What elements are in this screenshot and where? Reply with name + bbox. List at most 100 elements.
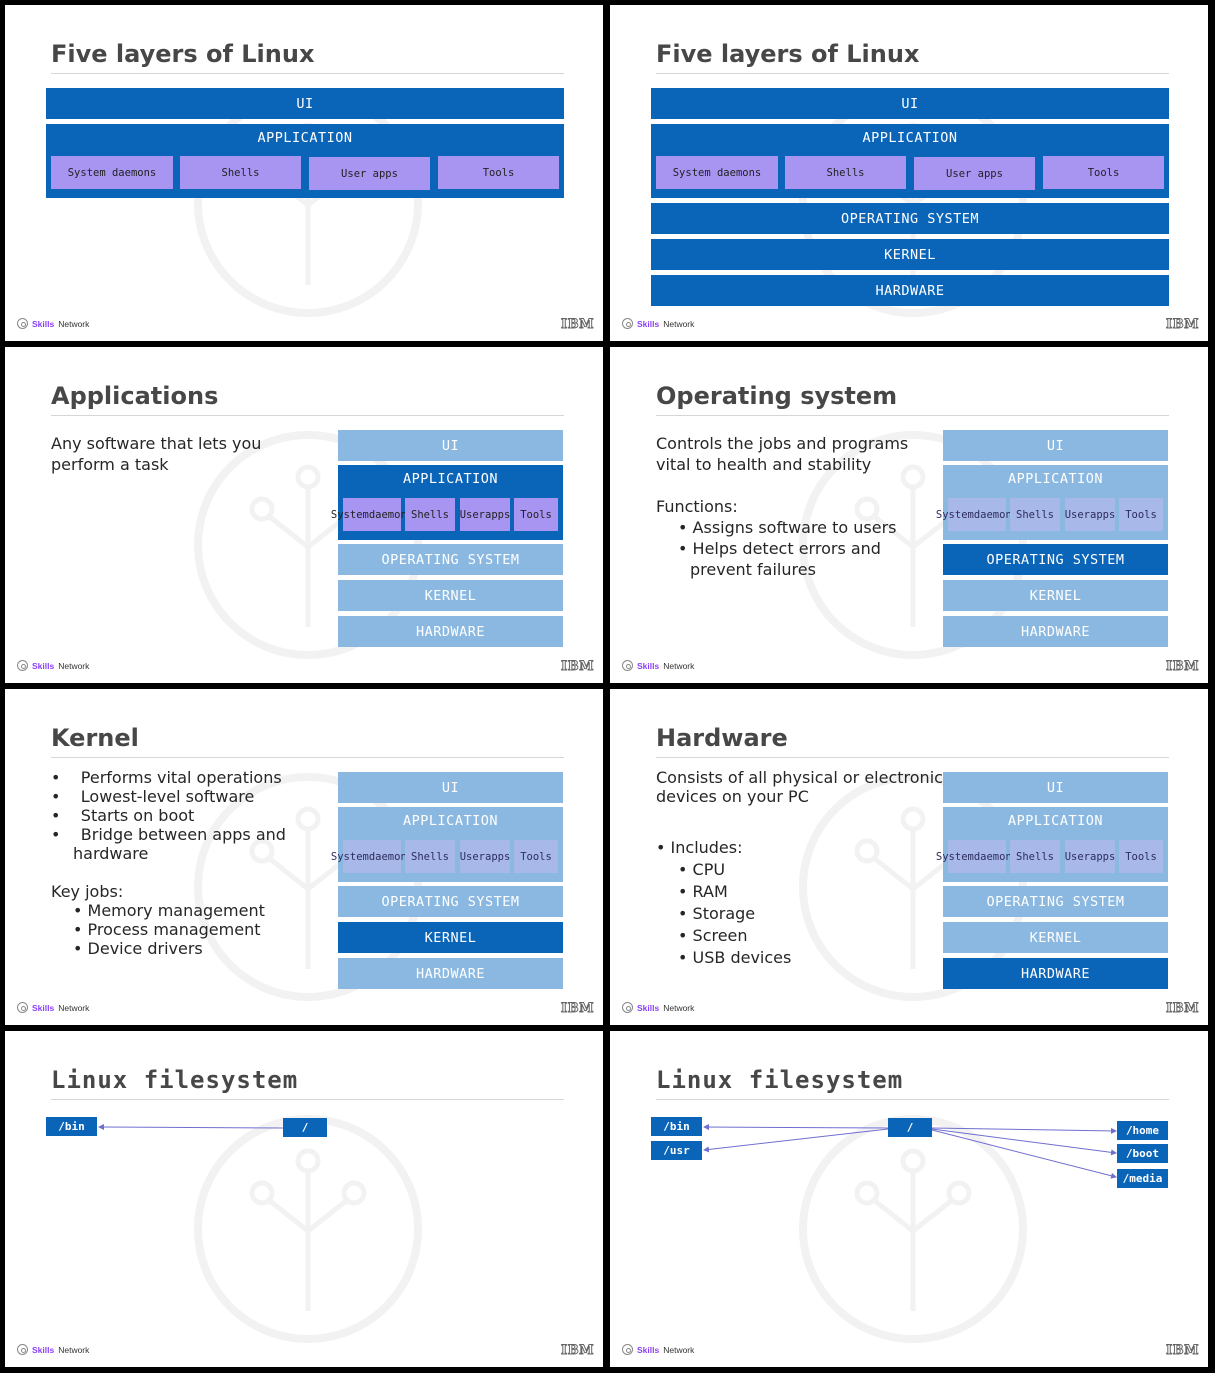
includes-list: • Includes: • CPU • RAM • Storage • Scre…	[656, 838, 792, 967]
title-divider	[656, 757, 1169, 758]
layer-kernel: KERNEL	[338, 922, 563, 953]
layer-kernel: KERNEL	[943, 580, 1168, 611]
node-media: /media	[1117, 1169, 1168, 1188]
layer-application: APPLICATION System daemons Shells User a…	[46, 124, 564, 198]
slide-title: Linux filesystem	[51, 1066, 299, 1094]
edge-root-usr	[703, 1128, 889, 1153]
ibm-logo: IBM	[1166, 1343, 1199, 1359]
skills-network-icon	[622, 318, 633, 329]
node-root: /	[888, 1118, 932, 1137]
layer-ui: UI	[338, 772, 563, 803]
ibm-logo: IBM	[561, 317, 594, 333]
sub-tools: Tools	[514, 498, 558, 531]
layer-operating-system: OPERATING SYSTEM	[651, 203, 1169, 234]
slide-title: Linux filesystem	[656, 1066, 904, 1094]
title-divider	[51, 415, 564, 416]
sub-system-daemons: System daemons	[51, 156, 173, 189]
description-text: Consists of all physical or electronic d…	[656, 768, 943, 806]
layer-ui: UI	[943, 772, 1168, 803]
skills-network-icon	[622, 1344, 633, 1355]
application-label: APPLICATION	[862, 130, 958, 146]
sub-tools: Tools	[438, 156, 559, 189]
sub-shells: Shells	[405, 840, 455, 873]
ibm-logo: IBM	[1166, 659, 1199, 675]
description-text: Controls the jobs and programs vital to …	[656, 434, 909, 579]
layer-operating-system: OPERATING SYSTEM	[338, 886, 563, 917]
layer-operating-system: OPERATING SYSTEM	[943, 886, 1168, 917]
skills-network-icon	[17, 1344, 28, 1355]
description-text: • Performs vital operations • Lowest-lev…	[51, 768, 286, 958]
ibm-logo: IBM	[561, 1001, 594, 1017]
application-label: APPLICATION	[257, 130, 353, 146]
layer-hardware: HARDWARE	[338, 958, 563, 989]
title-divider	[656, 415, 1169, 416]
sub-tools: Tools	[514, 840, 558, 873]
description-text: Any software that lets you perform a tas…	[51, 434, 262, 474]
application-label: APPLICATION	[1008, 471, 1103, 487]
layer-hardware: HARDWARE	[651, 275, 1169, 306]
edge-root-home	[931, 1127, 1117, 1134]
layer-ui: UI	[943, 430, 1168, 461]
title-divider	[656, 73, 1169, 74]
sub-tools: Tools	[1043, 156, 1164, 189]
sub-tools: Tools	[1119, 840, 1163, 873]
slide-five-layers-1: Five layers of Linux UI APPLICATION Syst…	[5, 5, 603, 341]
layer-kernel: KERNEL	[943, 922, 1168, 953]
watermark-tree-icon	[194, 89, 422, 317]
node-boot: /boot	[1117, 1144, 1168, 1163]
sub-shells: Shells	[1010, 498, 1060, 531]
sub-shells: Shells	[405, 498, 455, 531]
layer-hardware: HARDWARE	[338, 616, 563, 647]
sub-shells: Shells	[1010, 840, 1060, 873]
skills-network-icon	[17, 318, 28, 329]
title-divider	[51, 1099, 564, 1100]
ibm-logo: IBM	[1166, 317, 1199, 333]
slide-operating-system: Operating system Controls the jobs and p…	[610, 347, 1208, 683]
slide-title: Five layers of Linux	[51, 40, 315, 68]
slide-title: Applications	[51, 382, 219, 410]
node-usr: /usr	[651, 1141, 702, 1160]
layer-hardware: HARDWARE	[943, 616, 1168, 647]
layer-ui: UI	[46, 88, 564, 119]
layer-operating-system: OPERATING SYSTEM	[943, 544, 1168, 575]
slide-kernel: Kernel • Performs vital operations • Low…	[5, 689, 603, 1025]
skills-network-icon	[17, 1002, 28, 1013]
title-divider	[51, 757, 564, 758]
node-home: /home	[1117, 1121, 1168, 1140]
application-label: APPLICATION	[1008, 813, 1103, 829]
ibm-logo: IBM	[561, 1343, 594, 1359]
title-divider	[656, 1099, 1169, 1100]
skills-network-icon	[17, 660, 28, 671]
layer-ui: UI	[338, 430, 563, 461]
node-bin: /bin	[651, 1117, 702, 1136]
title-divider	[51, 73, 564, 74]
skills-network-icon	[622, 1002, 633, 1013]
sub-shells: Shells	[180, 156, 301, 189]
slide-title: Kernel	[51, 724, 139, 752]
ibm-logo: IBM	[1166, 1001, 1199, 1017]
slide-filesystem-2: Linux filesystem /bin /usr / /home /boot…	[610, 1031, 1208, 1367]
application-label: APPLICATION	[403, 471, 498, 487]
sub-user-apps: User apps	[914, 157, 1035, 190]
slide-title: Operating system	[656, 382, 898, 410]
slide-title: Hardware	[656, 724, 788, 752]
layer-kernel: KERNEL	[651, 239, 1169, 270]
edge-root-bin	[98, 1124, 284, 1131]
